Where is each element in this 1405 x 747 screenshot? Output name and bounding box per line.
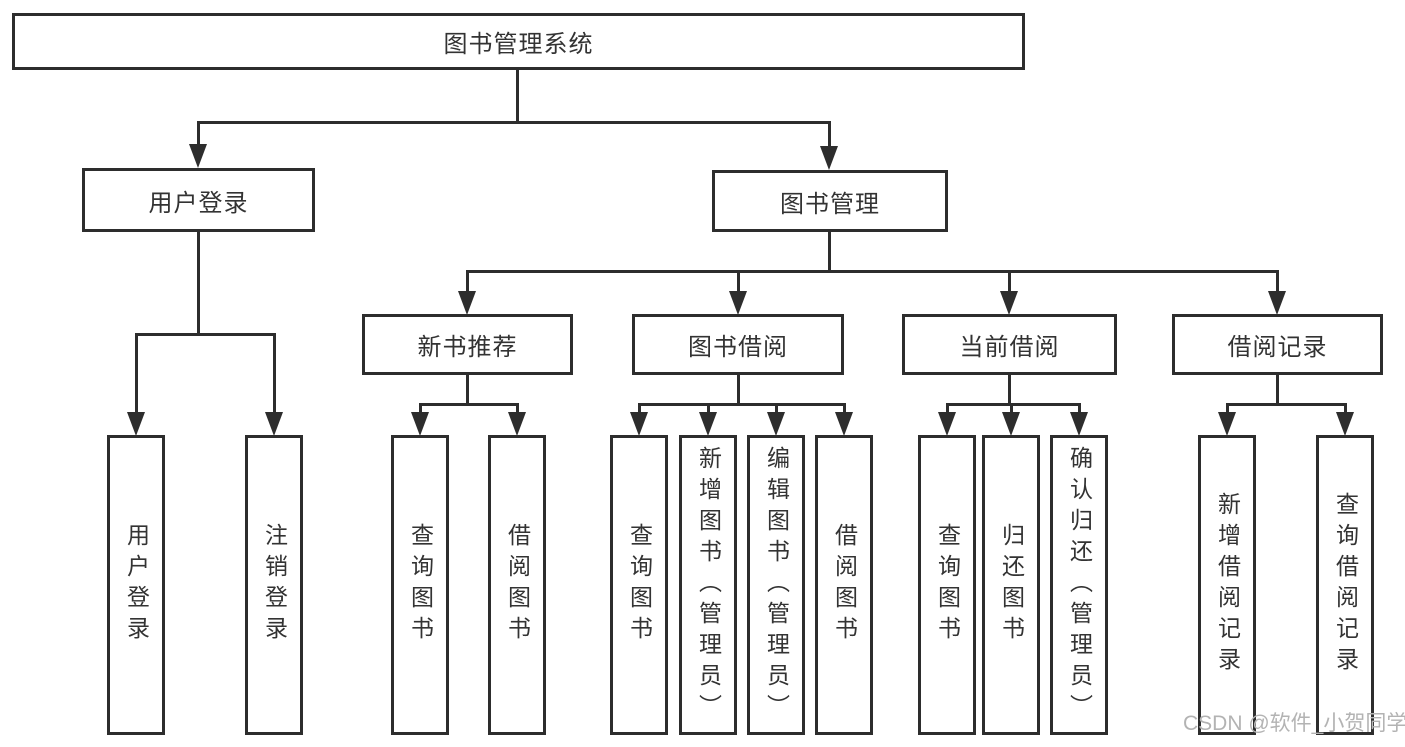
node-label: 当前借阅 — [959, 334, 1060, 361]
node-label: 图书管理 — [780, 190, 880, 218]
leaf-edit-books-admin: 编辑图书（管理员） — [747, 435, 805, 735]
node-book-management: 图书管理 — [712, 170, 948, 232]
node-user-login: 用户登录 — [82, 168, 315, 232]
connector-line — [273, 333, 276, 415]
connector-line — [737, 375, 740, 405]
connector-line — [638, 403, 641, 415]
leaf-borrow-books: 借阅图书 — [815, 435, 873, 735]
arrowhead — [411, 412, 429, 436]
node-label: 图书管理系统 — [443, 31, 594, 58]
connector-line — [775, 403, 778, 415]
arrowhead — [1268, 291, 1286, 315]
connector-line — [419, 403, 422, 415]
node-label: 注销登录 — [261, 523, 288, 647]
node-label: 新增借阅记录 — [1214, 492, 1241, 678]
leaf-add-borrow-record: 新增借阅记录 — [1198, 435, 1256, 735]
node-new-book-recommendation: 新书推荐 — [362, 314, 573, 375]
node-label: 查询图书 — [626, 523, 653, 647]
node-library-management-system: 图书管理系统 — [12, 13, 1025, 70]
connector-line — [419, 403, 519, 406]
arrowhead — [265, 412, 283, 436]
csdn-watermark: CSDN @软件_小贺同学 — [1183, 712, 1405, 735]
leaf-logout: 注销登录 — [245, 435, 303, 735]
connector-line — [197, 121, 831, 124]
connector-line — [828, 232, 831, 272]
arrowhead — [729, 291, 747, 315]
node-label: 归还图书 — [998, 523, 1025, 647]
node-label: 借阅图书 — [504, 523, 531, 647]
arrowhead — [630, 412, 648, 436]
connector-line — [1344, 403, 1347, 415]
connector-line — [466, 270, 1279, 273]
connector-line — [638, 403, 846, 406]
arrowhead — [835, 412, 853, 436]
connector-line — [516, 403, 519, 415]
arrowhead — [1002, 412, 1020, 436]
arrowhead — [1218, 412, 1236, 436]
connector-line — [135, 333, 138, 415]
connector-line — [1008, 375, 1011, 405]
leaf-query-borrow-record: 查询借阅记录 — [1316, 435, 1374, 735]
connector-line — [1010, 403, 1013, 415]
node-current-borrowing: 当前借阅 — [902, 314, 1117, 375]
arrowhead — [127, 412, 145, 436]
connector-line — [466, 375, 469, 405]
leaf-confirm-return-admin: 确认归还（管理员） — [1050, 435, 1108, 735]
node-label: 查询借阅记录 — [1332, 492, 1359, 678]
node-book-borrowing: 图书借阅 — [632, 314, 844, 375]
arrowhead — [189, 144, 207, 168]
node-label: 借阅记录 — [1227, 334, 1328, 361]
node-label: 借阅图书 — [831, 523, 858, 647]
connector-line — [828, 121, 831, 149]
node-label: 新书推荐 — [417, 334, 518, 361]
connector-line — [707, 403, 710, 415]
node-label: 查询图书 — [934, 523, 961, 647]
node-label: 确认归还（管理员） — [1066, 445, 1093, 725]
arrowhead — [1336, 412, 1354, 436]
arrowhead — [767, 412, 785, 436]
node-label: 查询图书 — [407, 523, 434, 647]
node-label: 编辑图书（管理员） — [763, 445, 790, 725]
arrowhead — [938, 412, 956, 436]
connector-line — [135, 333, 276, 336]
connector-line — [1078, 403, 1081, 415]
leaf-borrow-books-recommend: 借阅图书 — [488, 435, 546, 735]
node-label: 图书借阅 — [688, 334, 788, 361]
node-label: 新增图书（管理员） — [695, 445, 722, 725]
arrowhead — [1000, 291, 1018, 315]
connector-line — [1276, 270, 1279, 294]
leaf-return-books: 归还图书 — [982, 435, 1040, 735]
connector-line — [466, 270, 469, 294]
connector-line — [1008, 270, 1011, 294]
node-label: 用户登录 — [123, 523, 150, 647]
leaf-query-books-current: 查询图书 — [918, 435, 976, 735]
leaf-add-books-admin: 新增图书（管理员） — [679, 435, 737, 735]
connector-line — [946, 403, 949, 415]
connector-line — [737, 270, 740, 294]
connector-line — [1276, 375, 1279, 405]
connector-line — [197, 121, 200, 147]
connector-line — [946, 403, 1080, 406]
connector-line — [516, 70, 519, 123]
connector-line — [197, 232, 200, 335]
arrowhead — [458, 291, 476, 315]
connector-line — [1226, 403, 1347, 406]
leaf-query-books-recommend: 查询图书 — [391, 435, 449, 735]
arrowhead — [1070, 412, 1088, 436]
connector-line — [1226, 403, 1229, 415]
arrowhead — [699, 412, 717, 436]
arrowhead — [820, 146, 838, 170]
connector-line — [843, 403, 846, 415]
leaf-user-login: 用户登录 — [107, 435, 165, 735]
node-label: 用户登录 — [148, 189, 249, 217]
node-borrowing-records: 借阅记录 — [1172, 314, 1383, 375]
leaf-query-books-borrowing: 查询图书 — [610, 435, 668, 735]
arrowhead — [508, 412, 526, 436]
